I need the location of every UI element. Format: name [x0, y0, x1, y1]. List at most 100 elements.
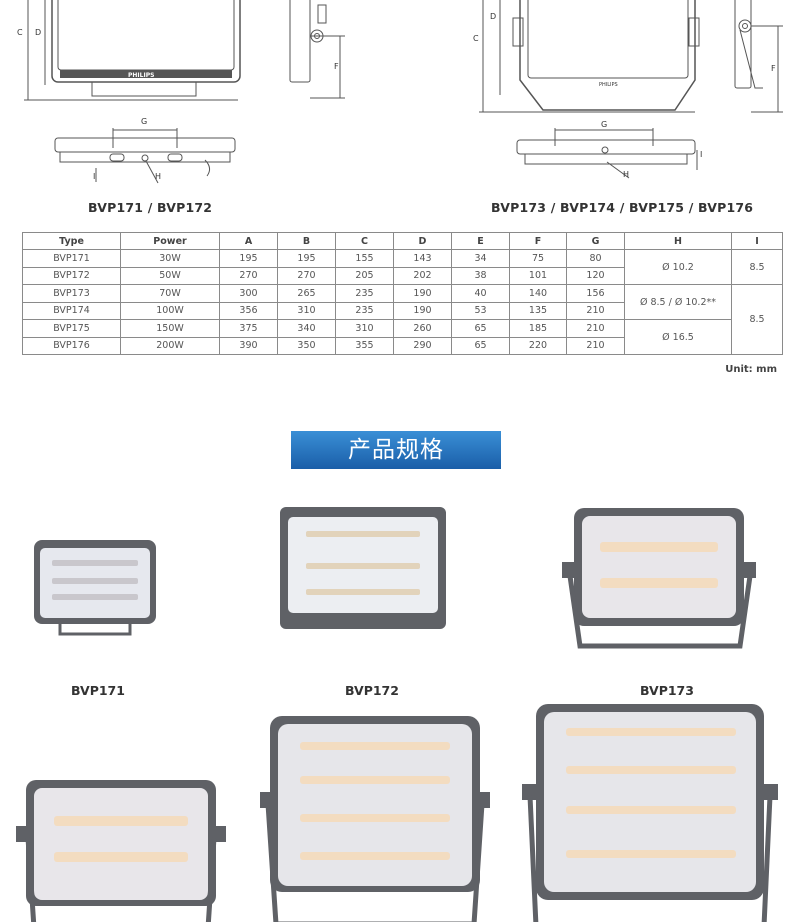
table-row: BVP175 150W 375 340 310 260 65 185 210 Ø… [22, 319, 783, 355]
table-cell: 235 [335, 301, 394, 320]
dim-label-i-right: I [700, 150, 703, 159]
table-cell: 355 [335, 336, 394, 355]
product-image-bvp176 [522, 704, 778, 922]
table-cell: 310 [335, 319, 394, 338]
dim-label-f-right: F [771, 64, 776, 73]
col-header: F [509, 232, 567, 250]
col-header: A [219, 232, 278, 250]
product-image-bvp172 [280, 507, 446, 629]
dim-label-d-right: D [490, 12, 497, 21]
table-cell: 195 [277, 249, 336, 268]
table-cell: 100W [120, 301, 220, 320]
table-row: BVP172 50W 270 270 205 202 38 101 120 [22, 266, 783, 285]
table-cell: 101 [509, 266, 567, 285]
col-header: D [393, 232, 452, 250]
table-cell: 190 [393, 301, 452, 320]
product-label-bvp171: BVP171 [71, 683, 125, 698]
table-cell: BVP171 [22, 249, 121, 268]
table-cell: 30W [120, 249, 220, 268]
table-cell: 65 [451, 336, 510, 355]
table-cell: 135 [509, 301, 567, 320]
table-cell: 155 [335, 249, 394, 268]
table-cell: 210 [566, 336, 625, 355]
table-row: BVP174 100W 356 310 235 190 53 135 210 [22, 301, 783, 320]
table-cell: BVP175 [22, 319, 121, 338]
table-cell: 150W [120, 319, 220, 338]
dim-label-c: C [17, 28, 23, 37]
table-cell-i: 8.5 [731, 249, 783, 285]
table-cell: 53 [451, 301, 510, 320]
spec-table-header: Type Power A B C D E F G H I [22, 232, 783, 250]
table-cell: 260 [393, 319, 452, 338]
table-cell: 120 [566, 266, 625, 285]
table-cell: 40 [451, 284, 510, 303]
col-header: G [566, 232, 625, 250]
drawing-right-svg [479, 0, 783, 179]
dim-label-d: D [35, 28, 42, 37]
table-cell: 220 [509, 336, 567, 355]
table-cell: 38 [451, 266, 510, 285]
col-header: H [624, 232, 732, 250]
dim-label-g: G [141, 117, 148, 126]
brand-text: PHILIPS [128, 72, 155, 79]
table-cell: 190 [393, 284, 452, 303]
table-cell: 356 [219, 301, 278, 320]
product-image-bvp171 [34, 540, 156, 636]
dim-label-i: I [93, 172, 96, 181]
table-row: BVP171 30W 195 195 155 143 34 75 80 Ø 10… [22, 249, 783, 285]
table-cell-h: Ø 8.5 / Ø 10.2** [624, 284, 732, 320]
product-label-bvp172: BVP172 [345, 683, 399, 698]
table-cell: 375 [219, 319, 278, 338]
table-cell: 75 [509, 249, 567, 268]
section-title-banner: 产品规格 [291, 431, 501, 469]
table-cell-h: Ø 10.2 [624, 249, 732, 285]
table-cell: 156 [566, 284, 625, 303]
dim-label-h: H [155, 172, 162, 181]
table-cell: 65 [451, 319, 510, 338]
table-cell-i: 8.5 [731, 284, 783, 355]
table-cell: 200W [120, 336, 220, 355]
table-cell: 290 [393, 336, 452, 355]
table-cell: 185 [509, 319, 567, 338]
product-label-bvp173: BVP173 [640, 683, 694, 698]
dim-label-c-right: C [473, 34, 479, 43]
table-cell: BVP174 [22, 301, 121, 320]
product-image-bvp175 [260, 716, 490, 922]
drawing-right-caption: BVP173 / BVP174 / BVP175 / BVP176 [491, 200, 754, 215]
table-cell: 310 [277, 301, 336, 320]
table-cell: 34 [451, 249, 510, 268]
table-cell: 70W [120, 284, 220, 303]
table-row: BVP173 70W 300 265 235 190 40 140 156 Ø … [22, 284, 783, 355]
table-cell: 202 [393, 266, 452, 285]
table-cell: 50W [120, 266, 220, 285]
drawing-right: C D PHILIPS F G H I [395, 0, 790, 200]
table-cell: 210 [566, 319, 625, 338]
table-cell: 195 [219, 249, 278, 268]
drawing-left-caption: BVP171 / BVP172 [88, 200, 213, 215]
col-header: Power [120, 232, 220, 250]
table-cell: 270 [219, 266, 278, 285]
col-header: B [277, 232, 336, 250]
table-cell: 350 [277, 336, 336, 355]
col-header: C [335, 232, 394, 250]
table-cell: BVP173 [22, 284, 121, 303]
unit-note: Unit: mm [725, 364, 777, 375]
product-image-bvp174 [16, 780, 226, 922]
table-cell: 235 [335, 284, 394, 303]
table-cell: 205 [335, 266, 394, 285]
drawing-left: C D PHILIPS F G I H [0, 0, 395, 200]
table-cell: 340 [277, 319, 336, 338]
table-cell: 265 [277, 284, 336, 303]
table-cell: 300 [219, 284, 278, 303]
table-cell: 390 [219, 336, 278, 355]
table-cell: 140 [509, 284, 567, 303]
dim-label-f: F [334, 62, 339, 71]
dim-label-h-right: H [623, 170, 630, 179]
table-cell: 80 [566, 249, 625, 268]
col-header: E [451, 232, 510, 250]
dim-label-g-right: G [601, 120, 608, 129]
table-cell: 270 [277, 266, 336, 285]
brand-text-right: PHILIPS [599, 82, 618, 88]
spec-table: Type Power A B C D E F G H I BVP171 30W … [22, 232, 783, 355]
drawing-left-svg [24, 0, 345, 184]
